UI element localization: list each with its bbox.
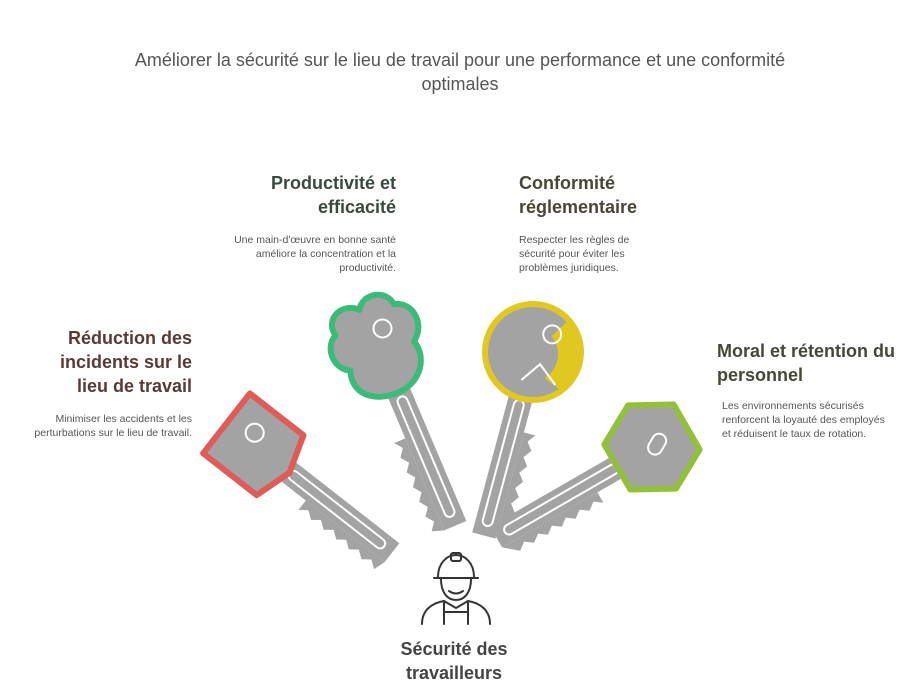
item-title-incidents: Réduction des incidents sur le lieu de t… xyxy=(59,328,192,396)
center-label: Sécurité des travailleurs xyxy=(400,639,508,683)
key-moral xyxy=(490,401,703,551)
item-desc-conformite: Respecter les règles de sécurité pour év… xyxy=(519,234,630,274)
key-productivite xyxy=(327,291,467,532)
item-title-conformite: Conformité réglementaire xyxy=(519,173,638,217)
item-desc-productivite: Une main-d'œuvre en bonne santé améliore… xyxy=(234,234,396,274)
diagram-title: Améliorer la sécurité sur le lieu de tra… xyxy=(134,50,786,94)
item-title-moral: Moral et rétention du personnel xyxy=(717,341,896,385)
item-title-productivite: Productivité et efficacité xyxy=(270,173,396,217)
item-desc-moral: Les environnements sécurisés renforcent … xyxy=(722,400,885,440)
item-desc-incidents: Minimiser les accidents et les perturbat… xyxy=(34,413,192,439)
worker-hardhat-icon xyxy=(421,552,491,625)
key-incidents xyxy=(200,390,400,570)
key-conformite xyxy=(472,301,584,539)
